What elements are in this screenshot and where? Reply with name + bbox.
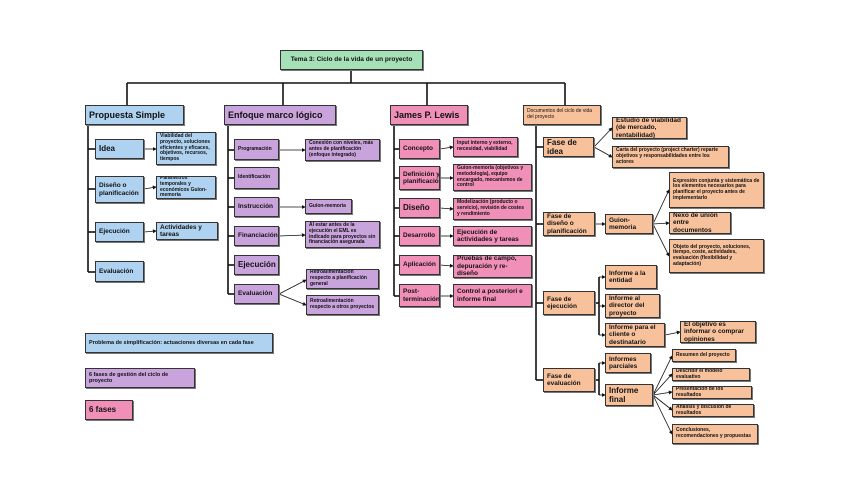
col2-detail-financiacion: Al estar antes de la ejecución el EML es… <box>305 221 380 248</box>
col2-item-programacion: Programación <box>234 139 279 160</box>
col2-item-identificacion: Identificación <box>234 167 279 189</box>
col2-item-financiacion: Financiación <box>234 226 279 246</box>
connector <box>664 330 681 336</box>
connector <box>652 373 673 396</box>
legend-purple: 6 fases de gestión del ciclo de proyecto <box>85 368 195 388</box>
evaluacion-informe-final: Informe final <box>605 384 653 406</box>
ejecucion-informe-cliente: Informe para el cliente o destinatario <box>605 323 665 347</box>
legend-pink: 6 fases <box>85 400 133 420</box>
col1-detail-idea: Viabilidad del proyecto, soluciones efic… <box>156 132 216 165</box>
idea-carta-proyecto: Carta del proyecto (project charter) rep… <box>612 146 729 168</box>
idea-estudio-viabilidad: Estudio de viabilidad (de mercado, renta… <box>612 117 687 139</box>
guion-nexo: Nexo de unión entre documentos <box>669 212 731 234</box>
col3-detail-definicion: Guion-memoria (objetivos y metodología),… <box>453 164 532 191</box>
col2-header: Enfoque marco lógico <box>224 105 336 125</box>
col4-fase-idea: Fase de idea <box>543 137 594 157</box>
guion-expresion: Expresión conjunta y sistemática de los … <box>669 172 764 208</box>
connector <box>652 221 670 226</box>
col2-detail-evaluacion-2: Retroalimentación respecto a otros proye… <box>306 295 379 315</box>
connector <box>143 185 157 190</box>
col3-item-desarrollo: Desarrollo <box>399 226 440 246</box>
col1-header: Propuesta Simple <box>85 105 184 125</box>
col2-item-evaluacion: Evaluación <box>234 284 279 304</box>
col1-item-idea: Idea <box>95 139 144 159</box>
connector <box>593 127 613 148</box>
col3-detail-aplicacion: Pruebas de campo, depuración y re-diseño <box>453 255 532 278</box>
col3-item-diseno: Diseño <box>399 198 440 218</box>
col2-detail-instruccion: Guion-memoria <box>305 199 352 214</box>
col3-item-definicion: Definición y planificación <box>399 166 440 190</box>
guion-objeto: Objeto del proyecto, soluciones, tiempo,… <box>669 239 764 273</box>
connector <box>143 229 157 234</box>
col4-header: Documentos del ciclo de vida del proyect… <box>523 105 601 125</box>
connector <box>652 390 673 396</box>
final-presentacion: Presentación de los resultados <box>672 386 752 399</box>
col2-item-ejecucion: Ejecución <box>234 255 279 275</box>
connector <box>652 189 670 225</box>
col3-item-aplicacion: Aplicación <box>399 255 440 275</box>
col1-item-diseno: Diseño o planificación <box>95 176 144 203</box>
col3-header: James P. Lewis <box>390 105 468 125</box>
connector <box>278 279 307 295</box>
final-resumen: Resumen del proyecto <box>672 349 736 362</box>
final-conclusiones: Conclusiones, recomendaciones y propuest… <box>672 424 758 444</box>
connector <box>652 223 670 257</box>
col3-detail-concepto: Input interno y externo, necesidad, viab… <box>453 137 518 157</box>
col4-fase-evaluacion: Fase de evaluación <box>543 368 595 392</box>
connector <box>278 293 307 306</box>
legend-blue: Problema de simplificación: actuaciones … <box>85 333 273 353</box>
connector <box>439 206 454 211</box>
col2-detail-programacion: Conexión con niveles, más antes de plani… <box>305 139 380 161</box>
connector <box>652 355 673 396</box>
ejecucion-informe-director: Informe al director del proyecto <box>605 294 660 318</box>
col4-fase-diseno: Fase de diseño o planificación <box>543 212 595 236</box>
connector <box>439 263 454 268</box>
col3-item-post: Post-terminación <box>399 284 440 307</box>
col3-detail-desarrollo: Ejecución de actividades y tareas <box>453 226 532 246</box>
col1-detail-diseno: Parámetros temporales y económicos Guion… <box>156 176 216 199</box>
ejecucion-informe-entidad: Informe a la entidad <box>605 265 657 289</box>
final-analisis: Análisis y discusión de resultados <box>672 404 754 417</box>
col3-item-concepto: Concepto <box>399 139 440 159</box>
connector <box>278 233 306 238</box>
connector <box>593 146 613 158</box>
col3-detail-post: Control a posteriori e informe final <box>453 284 532 307</box>
connector <box>652 394 673 411</box>
connector <box>652 394 673 435</box>
col3-detail-diseno: Modelización (producto o servicio), revi… <box>453 198 532 220</box>
col1-item-ejecucion: Ejecución <box>95 222 144 242</box>
col1-item-evaluacion: Evaluación <box>95 261 144 282</box>
col1-detail-ejecucion: Actividades y tareas <box>156 222 218 240</box>
root-title: Tema 3: Ciclo de la vida de un proyecto <box>280 50 423 70</box>
final-modelo: Describir el modelo evaluativo <box>672 368 750 381</box>
col2-detail-evaluacion-1: Retroalimentación respecto a planificaci… <box>306 269 379 289</box>
col4-fase-ejecucion: Fase de ejecución <box>543 291 595 315</box>
evaluacion-informes-parciales: Informes parciales <box>605 353 651 373</box>
connector <box>439 145 454 150</box>
diseno-guion-memoria: Guion-memoria <box>605 214 653 234</box>
col2-item-instruccion: Instrucción <box>234 197 279 217</box>
ejecucion-nota: El objetivo es informar o comprar opinio… <box>680 321 756 343</box>
